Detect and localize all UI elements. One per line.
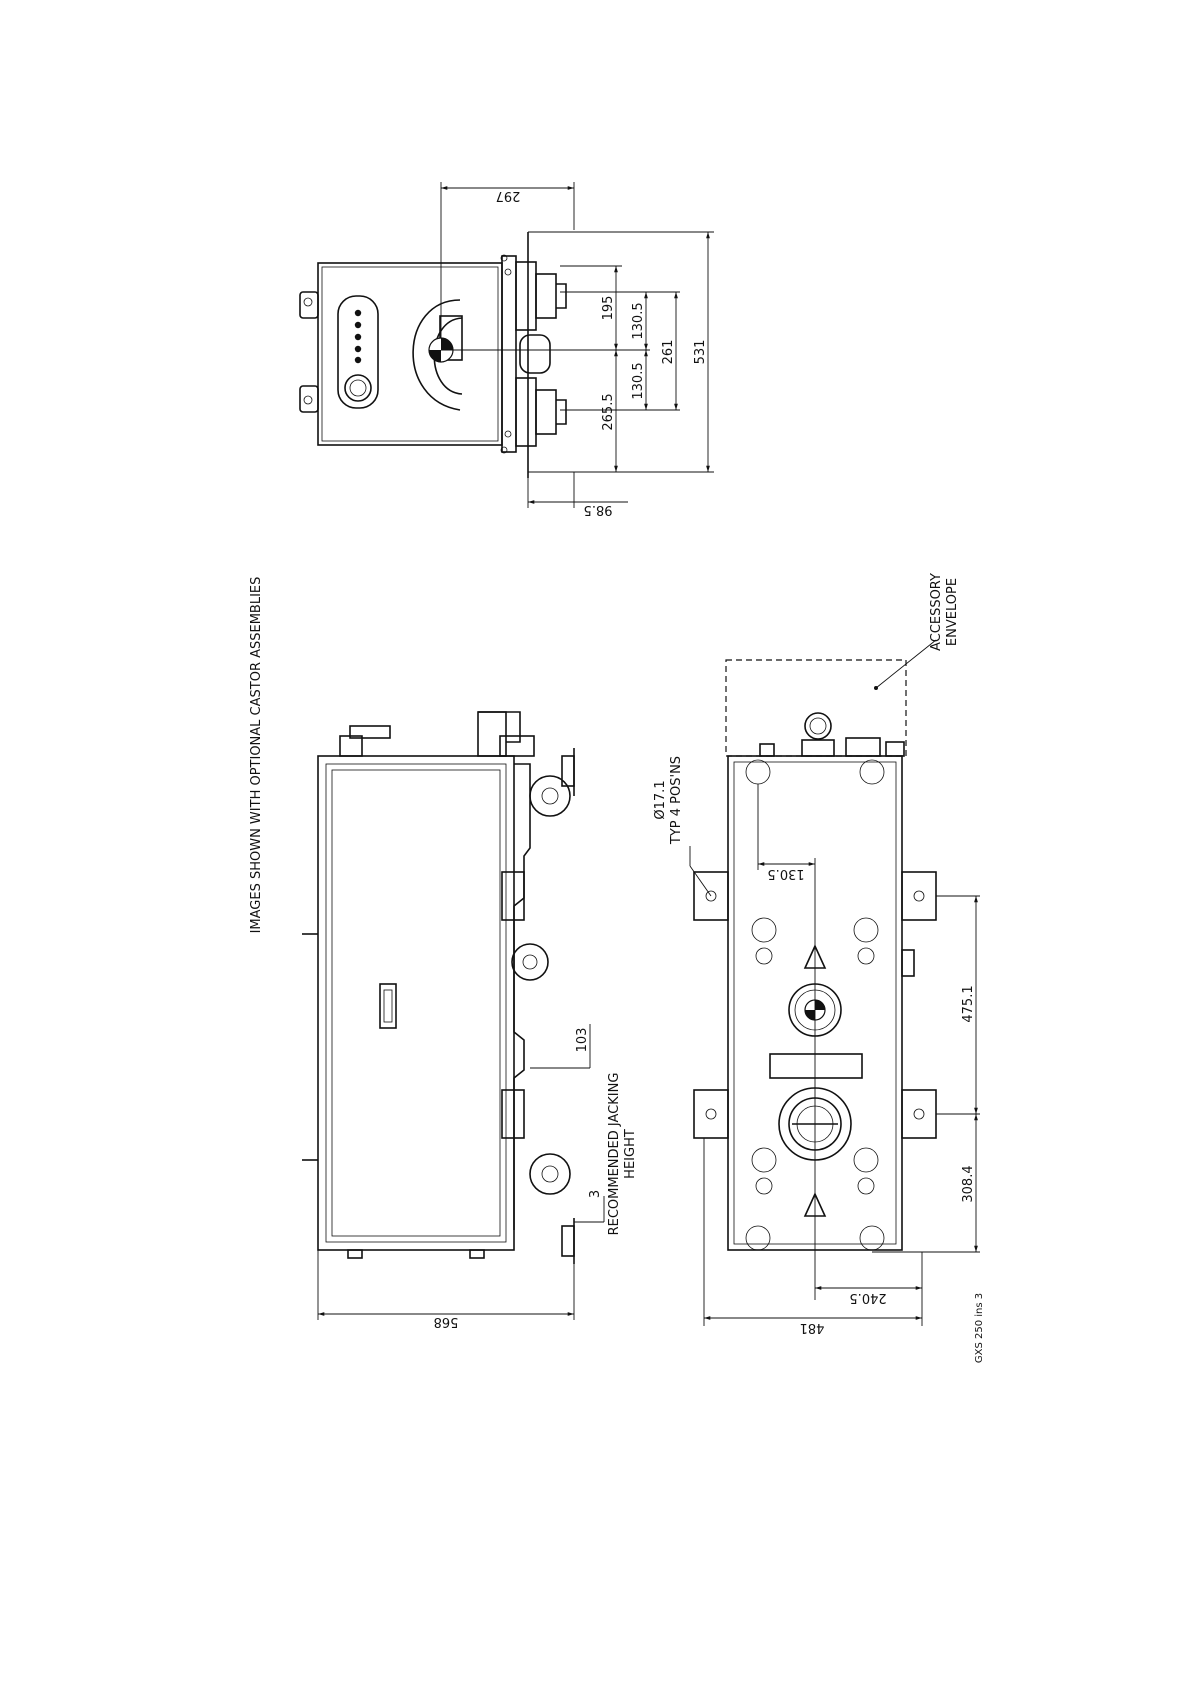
lifting-eye-bottom — [300, 386, 318, 412]
note-hole-line-2: TYP 4 POS'NS — [669, 756, 684, 845]
dim-195: 195 — [601, 296, 616, 321]
side-bracket-top — [502, 872, 524, 920]
plan-corner-hole-2 — [860, 760, 884, 784]
castor-wheel-bottom — [530, 1154, 570, 1194]
side-view — [302, 712, 574, 1264]
label-plate — [770, 1054, 862, 1078]
side-handle — [380, 984, 396, 1028]
dim-568: 568 — [434, 1314, 459, 1329]
end-view — [300, 232, 566, 478]
dim-265-5: 265.5 — [601, 393, 616, 430]
dim-130-5-bottom: 130.5 — [631, 362, 646, 399]
indicator-led-1 — [355, 310, 361, 316]
end-view-frame-right — [502, 256, 516, 452]
indicator-led-3 — [355, 334, 361, 340]
dim-3: 3 — [588, 1190, 603, 1198]
castor-wheel-middle — [512, 944, 548, 980]
dim-130-5-plan: 130.5 — [767, 866, 804, 881]
dim-297: 297 — [496, 188, 521, 203]
dim-130-5-top: 130.5 — [631, 302, 646, 339]
dim-98-5: 98.5 — [584, 502, 613, 517]
side-view-body — [318, 756, 514, 1250]
indicator-led-4 — [355, 346, 361, 352]
lifting-eye-hole-top — [304, 298, 312, 306]
side-inlet-elbow — [478, 712, 506, 756]
lifting-eye-hole-bottom — [304, 396, 312, 404]
dim-481: 481 — [800, 1320, 825, 1335]
castor-top — [516, 262, 536, 330]
end-view-body — [318, 263, 502, 445]
castor-wheel-top — [530, 776, 570, 816]
dim-475-1: 475.1 — [961, 985, 976, 1022]
dim-103: 103 — [575, 1028, 590, 1053]
plan-corner-hole-4 — [860, 1226, 884, 1250]
control-panel-knob — [345, 375, 371, 401]
drawing-reference: GXS 250 ins 3 — [974, 1293, 985, 1363]
note-accessory-line-2: ENVELOPE — [945, 578, 960, 646]
dim-240-5: 240.5 — [849, 1290, 886, 1305]
plan-view-dimensions: Ø17.1 TYP 4 POS'NS 130.5 475.1 308.4 240… — [653, 756, 980, 1335]
side-top-clamp — [340, 736, 362, 756]
plan-view: ACCESSORY ENVELOPE — [694, 573, 960, 1250]
end-view-body-inner — [322, 267, 498, 441]
dim-308-4: 308.4 — [961, 1165, 976, 1202]
dim-531: 531 — [693, 340, 708, 365]
side-view-dimensions: 103 3 RECOMMENDED JACKING HEIGHT 568 — [318, 1024, 638, 1329]
indicator-led-2 — [355, 322, 361, 328]
plan-bracket-right-top — [902, 872, 936, 920]
note-hole-line-1: Ø17.1 — [653, 780, 668, 819]
note-jacking-line-2: HEIGHT — [623, 1129, 638, 1179]
lifting-eye-top — [300, 292, 318, 318]
plan-bracket-left-bottom — [694, 1090, 728, 1138]
note-accessory-line-1: ACCESSORY — [929, 573, 944, 651]
plan-corner-hole-3 — [746, 1226, 770, 1250]
accessory-envelope — [726, 660, 906, 756]
jacking-foot-bottom — [562, 1226, 574, 1256]
indicator-led-5 — [355, 357, 361, 363]
exhaust-port — [520, 335, 550, 373]
plan-bracket-right-bottom — [902, 1090, 936, 1138]
castor-bottom — [516, 378, 536, 446]
note-jacking-line-1: RECOMMENDED JACKING — [607, 1073, 622, 1236]
side-bracket-bottom — [502, 1090, 524, 1138]
dim-261: 261 — [661, 340, 676, 365]
end-view-dimensions: 297 195 130.5 130.5 261 531 265.5 98.5 — [441, 182, 714, 517]
plan-corner-hole-1 — [746, 760, 770, 784]
plan-inlet-flange — [805, 713, 831, 739]
main-note: IMAGES SHOWN WITH OPTIONAL CASTOR ASSEMB… — [249, 577, 264, 934]
